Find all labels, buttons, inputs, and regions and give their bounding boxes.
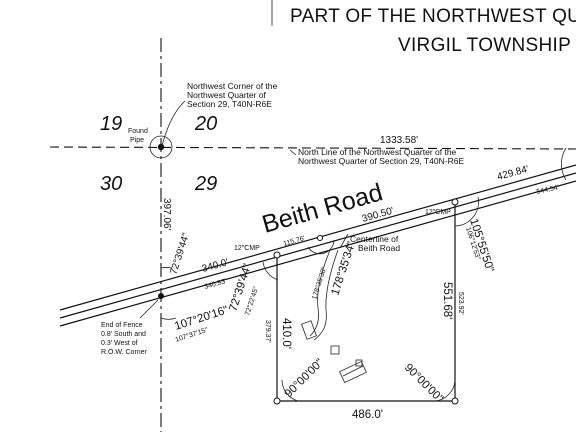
centerline-note-2: Beith Road	[358, 243, 400, 253]
road-far-east-distance: 544.54'	[536, 184, 560, 196]
road-name-label: Beith Road	[259, 178, 386, 238]
road-seg-a-distance: 340.0'	[201, 257, 230, 275]
house-structure	[301, 320, 317, 340]
south-line-distance: 486.0'	[352, 409, 383, 421]
road-seg-b-distance: 340.53'	[204, 278, 228, 291]
small-structure	[355, 359, 363, 367]
plat-title-line1: PART OF THE NORTHWEST QUA	[290, 6, 576, 27]
nw-corner-leader	[161, 100, 186, 147]
barn-structure	[339, 360, 367, 384]
section-30-label: 30	[100, 173, 122, 195]
angle-label-11: 90°00'00"	[402, 362, 445, 405]
nw-corner-note-3: Section 29, T40N-R6E	[187, 99, 272, 109]
fence-note-1: End of Fence	[101, 322, 143, 329]
angle-label-10: 90°00'00"	[283, 357, 326, 400]
nw-corner-note-2: Northwest Quarter of	[187, 90, 267, 100]
row-corner-marker	[158, 293, 164, 299]
north-line-note-2: Northwest Quarter of Section 29, T40N-R6…	[298, 156, 464, 166]
east-line-distance: 551.68'	[441, 282, 453, 319]
found-pipe-marker	[157, 143, 165, 151]
west-inner-distance: 379.37'	[264, 320, 271, 343]
centerline-note-1: Centerline of	[350, 234, 399, 244]
angle-arc-1	[160, 267, 173, 269]
angle-label-1: 72°39'44"	[168, 231, 192, 276]
angle-arc-7	[307, 239, 335, 255]
west-line-distance: 410.0'	[280, 318, 292, 349]
cmp-west-label: 12"CMP	[234, 245, 260, 252]
north-line-leader	[289, 149, 297, 156]
west-vertical-distance: 397.06'	[161, 198, 172, 231]
angle-arc-5	[434, 379, 456, 402]
cmp-east-label: 12"CMP	[425, 209, 451, 216]
section-19-label: 19	[100, 113, 122, 135]
fence-note-4: R.O.W. Corner	[101, 349, 148, 356]
north-line-distance: 1333.58'	[380, 135, 418, 146]
found-pipe-label-1: Found	[128, 128, 148, 135]
angle-arc-6	[454, 196, 479, 227]
angle-arc-4	[281, 379, 299, 402]
found-pipe-ring	[149, 135, 173, 159]
section-20-label: 20	[194, 113, 217, 135]
plat-title-line2: VIRGIL TOWNSHIP	[398, 35, 571, 56]
fence-note-2: 0.8' South and	[101, 331, 146, 338]
parcel-nw-corner-marker	[273, 251, 281, 259]
fence-note-leader	[139, 299, 159, 319]
road-seg-c-distance: 115.76'	[283, 235, 306, 248]
centerline-point-marker	[317, 235, 323, 241]
shed-structure	[330, 345, 340, 355]
fence-note-3: 0.3' West of	[101, 340, 138, 347]
centerline-leader	[339, 233, 349, 249]
parcel-sw-corner-marker	[273, 397, 281, 405]
east-line-distance-b: 523.92'	[457, 292, 464, 315]
angle-arc-3	[262, 261, 279, 281]
parcel-boundary	[276, 202, 456, 402]
barn-roof-line	[342, 365, 364, 377]
parcel-ne-corner-marker	[451, 198, 459, 206]
nw-corner-note-1: Northwest Corner of the	[187, 81, 278, 91]
found-pipe-label-2: Pipe	[130, 137, 144, 144]
parcel-se-corner-marker	[451, 397, 459, 405]
north-line-note-1: North Line of the Northwest Quarter of t…	[298, 147, 457, 157]
section-29-label: 29	[194, 173, 217, 195]
north-quarter-line	[49, 146, 576, 150]
driveway-line-2	[313, 249, 339, 341]
road-east-distance: 429.84'	[496, 164, 530, 183]
east-angle-arc	[560, 147, 567, 181]
road-centerline	[59, 172, 576, 319]
angle-arc-2	[160, 317, 177, 320]
